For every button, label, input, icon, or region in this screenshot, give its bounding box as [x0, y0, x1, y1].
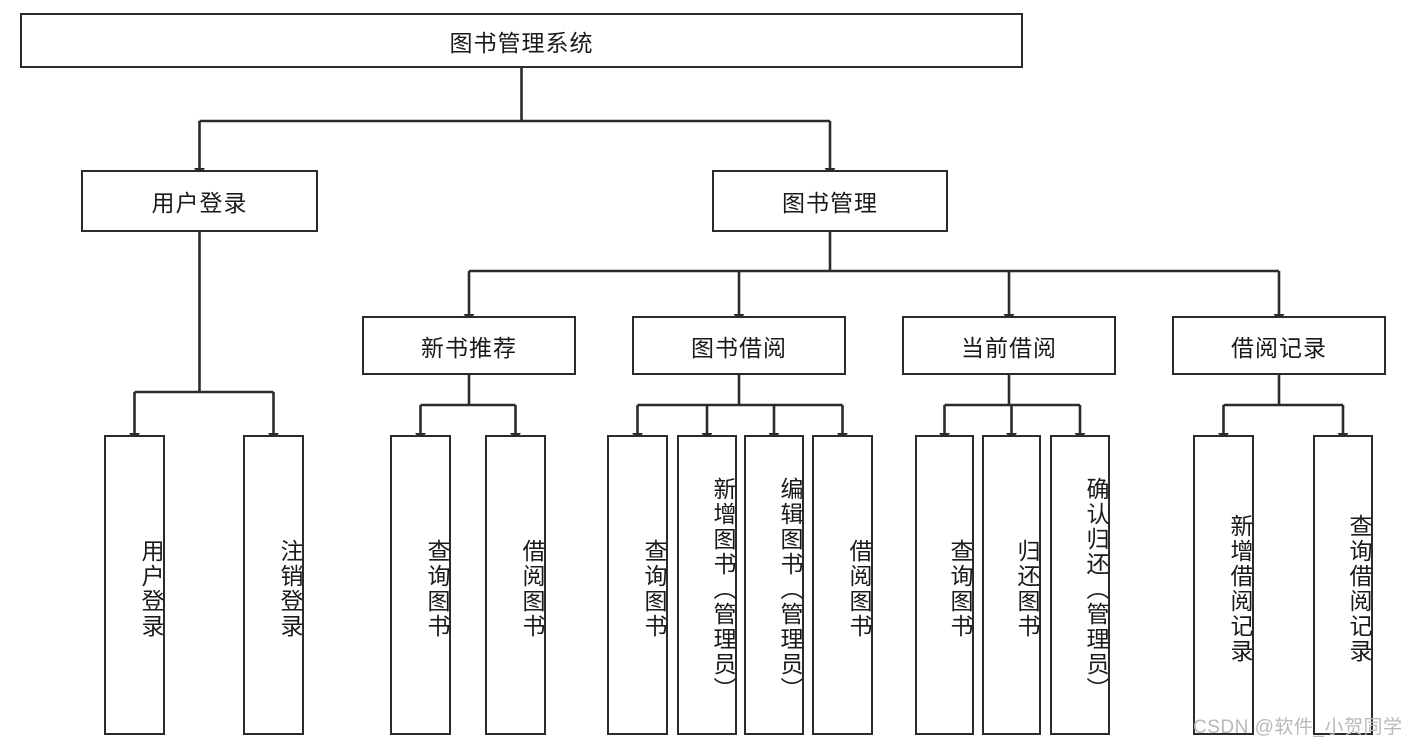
node-leaf-return-book[interactable]: 归还图书: [982, 435, 1041, 735]
node-leaf-query-books-recommend[interactable]: 查询图书: [390, 435, 451, 735]
node-root[interactable]: 图书管理系统: [20, 13, 1023, 68]
node-book-management[interactable]: 图书管理: [712, 170, 948, 232]
node-label: 新增图书（管理员）: [710, 476, 736, 702]
node-label: 新增借阅记录: [1227, 514, 1253, 664]
node-label: 图书管理系统: [449, 29, 594, 56]
node-leaf-query-borrow-record[interactable]: 查询借阅记录: [1313, 435, 1373, 735]
node-current-borrow[interactable]: 当前借阅: [902, 316, 1116, 375]
csdn-watermark: CSDN @软件_小贺同学: [1193, 717, 1403, 738]
node-leaf-add-book[interactable]: 新增图书（管理员）: [677, 435, 737, 735]
node-leaf-edit-book[interactable]: 编辑图书（管理员）: [744, 435, 804, 735]
node-label: 确认归还（管理员）: [1083, 476, 1109, 702]
node-label: 借阅图书: [846, 539, 872, 639]
node-label: 归还图书: [1014, 539, 1040, 639]
node-label: 查询借阅记录: [1346, 514, 1372, 664]
node-leaf-borrow-books-recommend[interactable]: 借阅图书: [485, 435, 546, 735]
node-user-login[interactable]: 用户登录: [81, 170, 318, 232]
node-label: 查询图书: [424, 539, 450, 639]
node-leaf-add-borrow-record[interactable]: 新增借阅记录: [1193, 435, 1254, 735]
node-label: 注销登录: [277, 539, 303, 639]
node-leaf-query-books-current[interactable]: 查询图书: [915, 435, 974, 735]
node-label: 借阅记录: [1231, 334, 1327, 361]
node-label: 借阅图书: [519, 539, 545, 639]
node-label: 查询图书: [641, 539, 667, 639]
node-leaf-borrow-book[interactable]: 借阅图书: [812, 435, 873, 735]
node-leaf-confirm-return[interactable]: 确认归还（管理员）: [1050, 435, 1110, 735]
node-label: 查询图书: [947, 539, 973, 639]
node-new-book-recommend[interactable]: 新书推荐: [362, 316, 576, 375]
node-label: 图书借阅: [691, 334, 787, 361]
node-book-borrow[interactable]: 图书借阅: [632, 316, 846, 375]
node-label: 用户登录: [138, 539, 164, 639]
connector-lines: [129, 68, 1349, 442]
node-label: 新书推荐: [421, 334, 517, 361]
node-label: 图书管理: [782, 190, 878, 216]
node-borrow-records[interactable]: 借阅记录: [1172, 316, 1386, 375]
node-label: 用户登录: [151, 190, 248, 216]
node-label: 编辑图书（管理员）: [777, 476, 803, 702]
node-leaf-query-books-borrow[interactable]: 查询图书: [607, 435, 668, 735]
node-label: 当前借阅: [961, 334, 1057, 361]
node-leaf-logout[interactable]: 注销登录: [243, 435, 304, 735]
node-leaf-user-login[interactable]: 用户登录: [104, 435, 165, 735]
